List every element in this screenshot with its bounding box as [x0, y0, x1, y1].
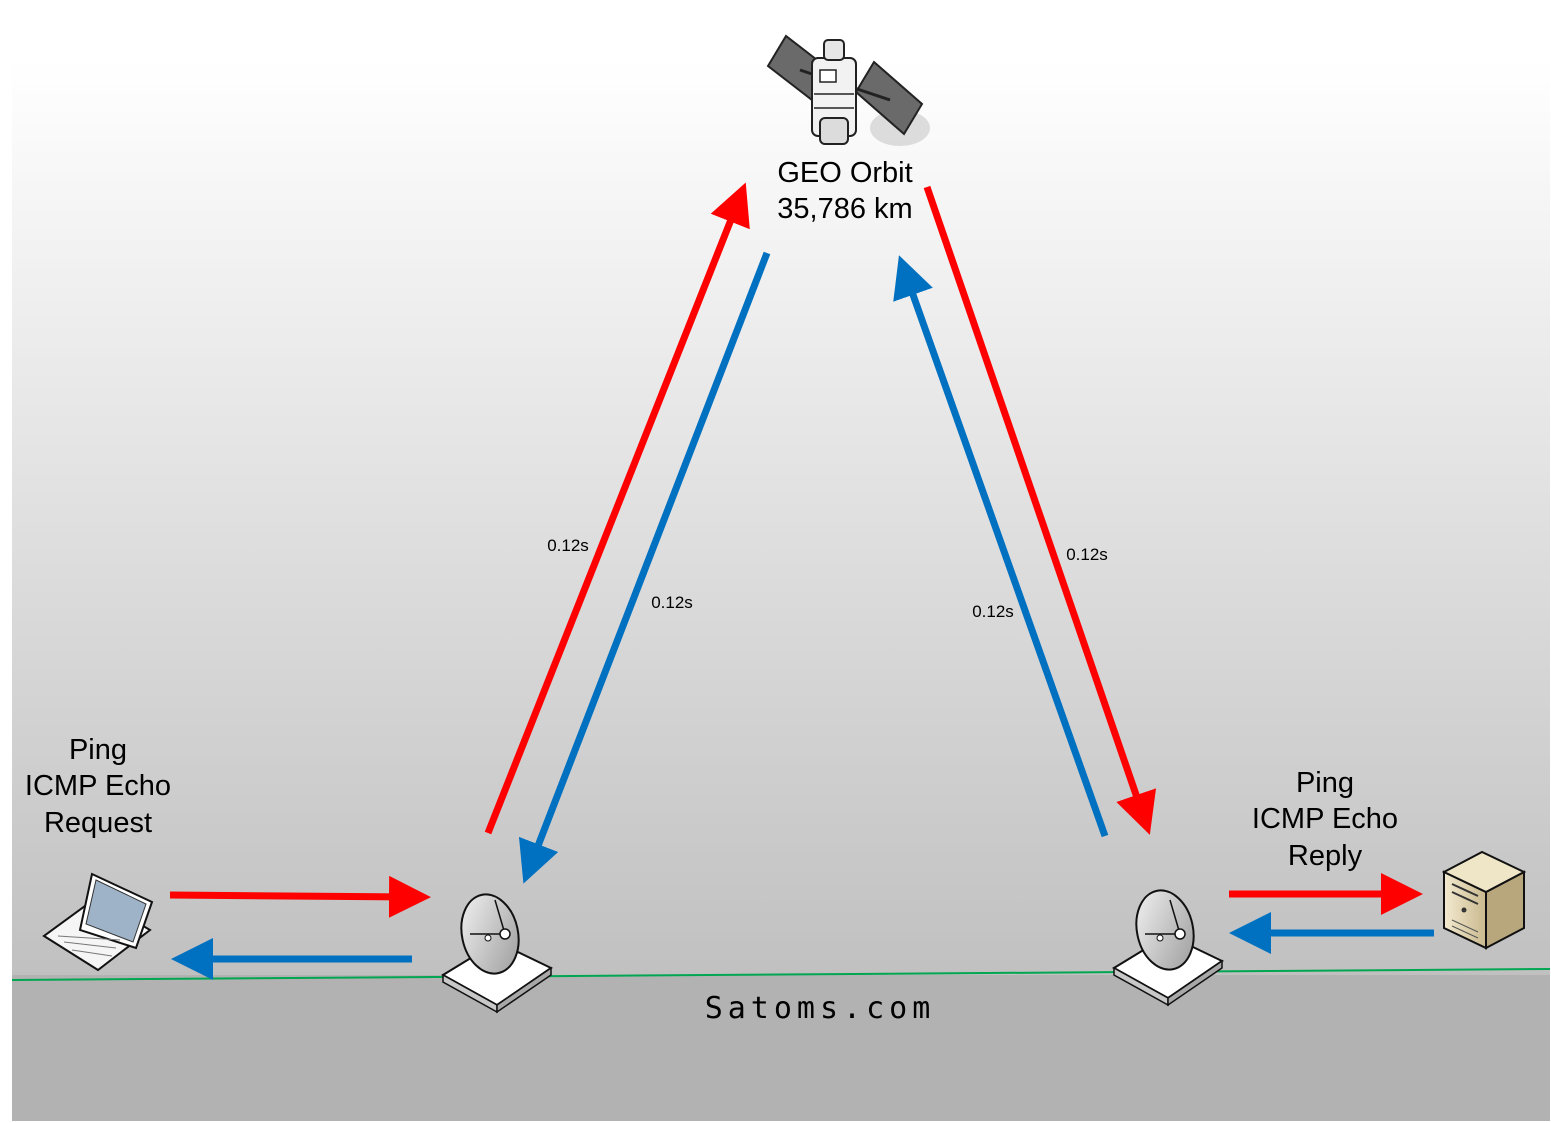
delay-label-uplink-left: 0.12s: [547, 536, 589, 555]
sky-background: [12, 60, 1550, 980]
delay-label-downlink-right: 0.12s: [1066, 545, 1108, 564]
orbit-type: GEO Orbit: [777, 157, 913, 189]
ground-line: [11, 968, 1551, 981]
ground-area: [12, 975, 1550, 1121]
brand-watermark: Satoms.com: [704, 991, 936, 1026]
dish-icon-left: [441, 893, 553, 1014]
uplink-left-request-arrow: [484, 182, 750, 835]
reply-label-line2: ICMP Echo: [1251, 803, 1399, 836]
satellite-label: GEO Orbit 35,786 km: [745, 155, 945, 228]
orbit-altitude: 35,786 km: [777, 193, 913, 226]
reply-label-line3: Reply: [1287, 839, 1363, 872]
server-icon: [1441, 850, 1527, 950]
laptop-to-dish-request-arrow: [169, 875, 431, 918]
dish-icon-right: [1112, 889, 1224, 1007]
laptop-icon: [42, 872, 154, 972]
reply-label-line1: Ping: [1295, 767, 1355, 799]
delay-label-downlink-left: 0.12s: [651, 593, 693, 612]
request-label: Ping ICMP Echo Request: [0, 732, 196, 841]
downlink-left-reply-arrow: [518, 251, 771, 884]
satellite-icon: [766, 34, 930, 146]
request-label-line1: Ping: [68, 734, 128, 766]
request-label-line2: ICMP Echo: [24, 770, 172, 803]
request-label-line3: Request: [43, 806, 152, 839]
delay-label-uplink-right: 0.12s: [972, 602, 1014, 621]
reply-label: Ping ICMP Echo Reply: [1225, 765, 1425, 874]
uplink-right-reply-arrow: [893, 255, 1109, 838]
downlink-right-request-arrow: [923, 185, 1157, 835]
